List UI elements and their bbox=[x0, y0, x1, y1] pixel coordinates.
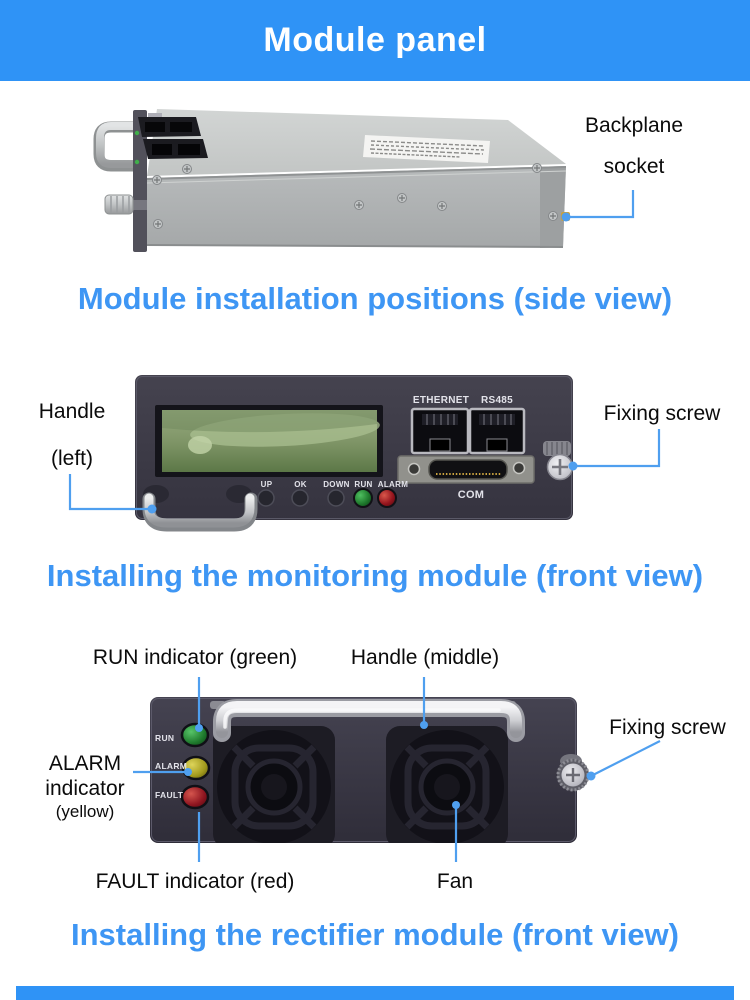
handle-left-label: Handle bbox=[38, 400, 106, 423]
side-top-face bbox=[147, 109, 566, 176]
rectifier-fixing-screw-icon bbox=[556, 754, 590, 792]
side-led-icon bbox=[134, 159, 140, 165]
alarm-indicator-label: ALARM bbox=[48, 752, 122, 775]
fault-led-icon bbox=[180, 784, 210, 810]
caption-side-view: Module installation positions (side view… bbox=[77, 281, 673, 316]
lcd-screen bbox=[155, 405, 383, 477]
side-thumbscrew-icon bbox=[104, 194, 147, 215]
header-banner: Module panel bbox=[0, 0, 750, 81]
monitoring-fixing-screw-label: Fixing screw bbox=[603, 402, 721, 425]
down-button-label: DOWN bbox=[323, 480, 350, 489]
side-module-photo bbox=[93, 109, 570, 252]
fan-label: Fan bbox=[436, 870, 474, 893]
backplane-socket-pin bbox=[561, 212, 570, 221]
alarm-led-label: ALARM bbox=[377, 480, 409, 489]
ok-button-label: OK bbox=[294, 480, 307, 489]
caption-rectifier: Installing the rectifier module (front v… bbox=[70, 917, 679, 952]
ethernet-label: ETHERNET bbox=[412, 395, 470, 406]
backplane-socket-label: Backplane bbox=[584, 114, 684, 137]
monitoring-fixing-screw-icon bbox=[543, 441, 574, 481]
handle-left-label: (left) bbox=[51, 447, 93, 470]
monitoring-handle-icon bbox=[142, 492, 258, 532]
handle-middle-label: Handle (middle) bbox=[350, 646, 500, 669]
alarm-led-label: ALARM bbox=[155, 761, 188, 771]
side-spec-label bbox=[363, 135, 490, 163]
side-faceplate bbox=[133, 110, 147, 252]
footer-bar bbox=[16, 986, 734, 1000]
side-led-icon bbox=[134, 130, 140, 136]
com-port-icon bbox=[397, 455, 535, 484]
fan-left-icon bbox=[213, 726, 335, 843]
rs485-port-icon bbox=[468, 407, 526, 455]
rs485-label: RS485 bbox=[480, 395, 514, 406]
fan-right-icon bbox=[386, 726, 508, 843]
run-indicator-label: RUN indicator (green) bbox=[92, 646, 298, 669]
alarm-indicator-label: (yellow) bbox=[55, 802, 115, 821]
page-title: Module panel bbox=[263, 21, 487, 59]
fans bbox=[213, 726, 508, 843]
alarm-indicator-label: indicator bbox=[45, 777, 125, 800]
run-led-icon bbox=[353, 488, 373, 508]
run-led-label: RUN bbox=[354, 480, 373, 489]
up-button-label: UP bbox=[260, 480, 273, 489]
side-connector-blocks bbox=[138, 113, 208, 159]
caption-monitoring: Installing the monitoring module (front … bbox=[46, 558, 704, 593]
fault-indicator-label: FAULT indicator (red) bbox=[95, 870, 295, 893]
callout-line-backplane bbox=[568, 190, 635, 219]
monitoring-module-photo bbox=[135, 375, 574, 532]
callout-line-fixing-screw-monitoring bbox=[574, 429, 661, 468]
panel-buttons bbox=[257, 488, 397, 508]
run-led-label: RUN bbox=[155, 733, 175, 743]
callout-line-fixing-screw-rectifier bbox=[590, 740, 661, 777]
com-label: COM bbox=[457, 489, 485, 501]
rectifier-handle-icon bbox=[213, 699, 525, 742]
backplane-socket-label: socket bbox=[603, 155, 665, 178]
rectifier-fixing-screw-label: Fixing screw bbox=[609, 716, 726, 739]
ethernet-port-icon bbox=[410, 407, 470, 455]
fault-led-label: FAULT bbox=[155, 790, 184, 800]
run-led-icon bbox=[180, 722, 210, 748]
rectifier-module-photo bbox=[150, 697, 590, 843]
alarm-led-icon bbox=[377, 488, 397, 508]
